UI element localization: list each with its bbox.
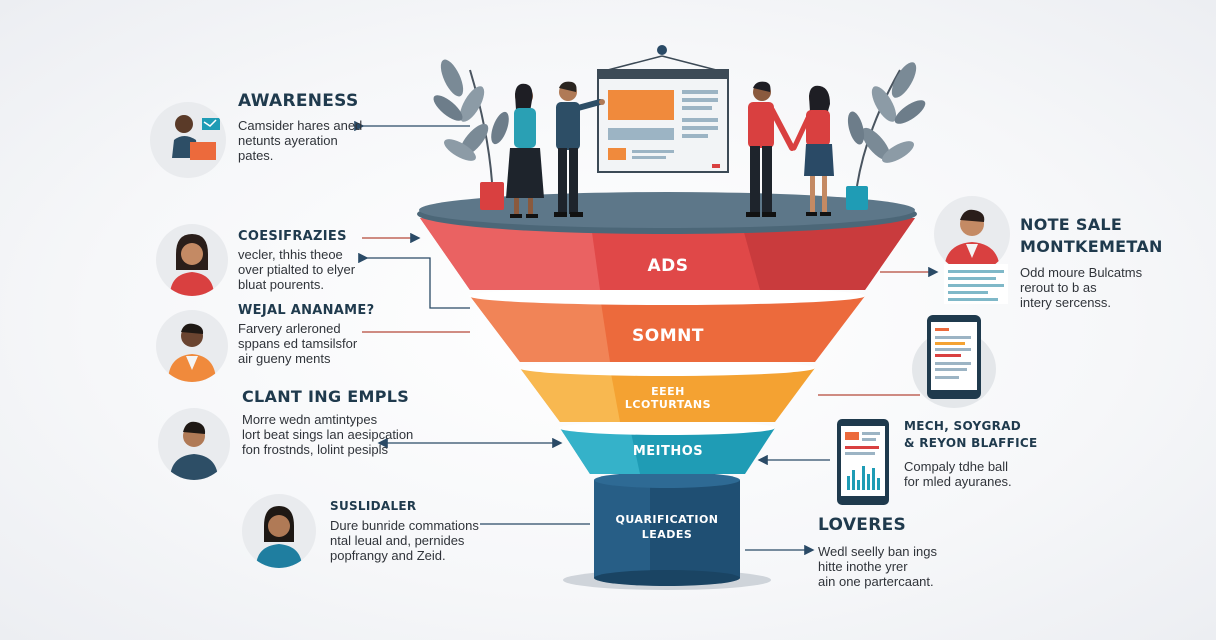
left-item-awareness-title: AWARENESS (238, 91, 359, 111)
left-item-susilidaler-line2: ntal leual and, pernides (330, 532, 465, 548)
left-item-clanting-line1: Morre wedn amtintypes (242, 412, 378, 428)
document-lines-icon (944, 264, 1008, 304)
right-item-loveres-line1: Wedl seelly ban ings (818, 543, 937, 559)
left-item-clanting-line2: lort beat sings lan aesipcation (242, 427, 414, 443)
left-item-wejal-line1: Farvery arleroned (238, 320, 341, 336)
right-item-loveres-line2: hitte inothe yrer (818, 558, 908, 574)
left-item-coesifrazies-line2: over ptialted to elyer (238, 261, 356, 277)
left-item-wejal-title: WEJAL ANANAME? (238, 303, 375, 318)
person-man-pointing-icon (554, 81, 605, 217)
right-item-loveres: LOVERES Wedl seelly ban ings hitte inoth… (818, 515, 1008, 589)
right-item-note-sale-line3: intery sercenss. (1020, 294, 1112, 310)
left-item-coesifrazies-title: COESIFRAZIES (238, 229, 347, 244)
left-item-clanting: CLANT ING EMPLS Morre wedn amtintypes lo… (242, 387, 462, 458)
smartphone-icon (927, 315, 981, 399)
right-item-mech-title-1: MECH, SOYGRAD (904, 419, 1022, 433)
left-item-wejal-line3: air gueny ments (238, 350, 331, 366)
person-man-icon (170, 421, 218, 480)
avatar-coesifrazies (156, 224, 228, 296)
person-man-orange-icon (168, 323, 216, 382)
right-item-note-sale: NOTE SALE MONTKEMETAN Odd moure Bulcatms… (1020, 215, 1210, 310)
person-woman-teal-icon (506, 83, 544, 218)
right-item-mech-line1: Compaly tdhe ball (904, 458, 1009, 474)
plant-right-icon (846, 62, 926, 210)
person-laptop-icon (172, 115, 220, 160)
right-item-mech-title-2: & REYON BLAFFICE (904, 435, 1038, 450)
stage-label-eeeh-line1: EEEH (651, 385, 685, 398)
stage-label-eeeh-line2: LCOTURTANS (624, 398, 712, 411)
right-item-loveres-title: LOVERES (818, 515, 907, 535)
right-item-note-sale-title-1: NOTE SALE (1020, 215, 1123, 234)
left-item-awareness-line1: Camsider hares aned (238, 117, 363, 133)
avatar-wejal (156, 310, 228, 382)
left-item-clanting-line3: fon frostnds, lolint pesipls (242, 442, 388, 458)
right-item-mech: MECH, SOYGRAD & REYON BLAFFICE Compaly t… (904, 419, 1094, 489)
left-item-coesifrazies: COESIFRAZIES vecler, thhis theoe over pt… (238, 229, 418, 292)
plant-left-icon (433, 59, 509, 210)
left-item-clanting-title: CLANT ING EMPLS (242, 387, 410, 406)
right-item-note-sale-title-2: MONTKEMETAN (1020, 237, 1163, 257)
avatar-note-sale (934, 196, 1010, 272)
left-item-susilidaler-title: SUSLIDALER (330, 499, 417, 513)
avatar-susilidaler (242, 494, 316, 568)
left-item-awareness-line3: pates. (238, 147, 274, 163)
left-item-awareness: AWARENESS Camsider hares aned netunts ay… (238, 91, 438, 163)
stage-label-meithos: MEITHOS (632, 444, 704, 459)
person-woman-teal-avatar-icon (256, 506, 302, 568)
left-item-coesifrazies-line3: bluat pourents. (238, 276, 325, 292)
tablet-chart-icon (837, 419, 889, 505)
left-item-susilidaler-line1: Dure bunride commations (330, 517, 479, 533)
right-item-note-sale-line1: Odd moure Bulcatms (1020, 264, 1143, 280)
person-man-red-avatar-icon (944, 209, 1000, 272)
avatar-clanting (158, 408, 230, 480)
left-item-wejal-line2: sppans ed tamsilsfor (238, 335, 358, 351)
right-item-loveres-line3: ain one partercaant. (818, 573, 934, 589)
left-item-susilidaler-line3: popfrangy and Zeid. (330, 547, 446, 563)
stage-label-quarification-line2: LEADES (641, 528, 693, 541)
stage-label-quarification: QUARIFICATION LEADES (592, 512, 742, 542)
left-item-susilidaler: SUSLIDALER Dure bunride commations ntal … (330, 499, 510, 563)
right-item-note-sale-line2: rerout to b as (1020, 279, 1097, 295)
person-woman-red-icon (791, 85, 834, 216)
connector-coesifrazies-2 (358, 252, 470, 309)
left-item-wejal: WEJAL ANANAME? Farvery arleroned sppans … (238, 303, 418, 366)
avatar-awareness (150, 102, 226, 178)
presentation-board-icon (597, 45, 729, 173)
stage-label-somnt: SOMNT (632, 326, 704, 346)
person-man-red-icon (746, 81, 795, 217)
stage-label-eeeh: EEEH LCOTURTANS (588, 385, 748, 411)
person-woman-icon (170, 234, 214, 296)
stage-label-quarification-line1: QUARIFICATION (615, 513, 719, 526)
right-item-mech-line2: for mled ayuranes. (904, 473, 1012, 489)
left-item-coesifrazies-line1: vecler, thhis theoe (238, 246, 343, 262)
left-item-awareness-line2: netunts ayeration (238, 132, 338, 148)
stage-label-ads: ADS (647, 256, 689, 276)
